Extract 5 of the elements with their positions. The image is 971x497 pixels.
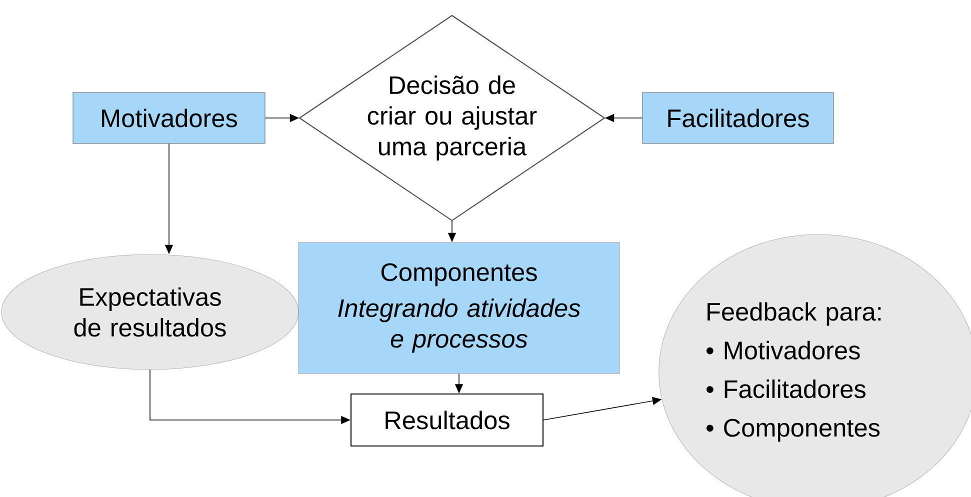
result-box: Resultados bbox=[350, 393, 544, 447]
oval: Expectativas de resultados bbox=[1, 254, 299, 370]
process-box: Componentes Integrando atividades e processos bbox=[298, 242, 620, 374]
process-box: Facilitadores bbox=[642, 92, 834, 144]
process-box: Motivadores bbox=[72, 92, 266, 144]
